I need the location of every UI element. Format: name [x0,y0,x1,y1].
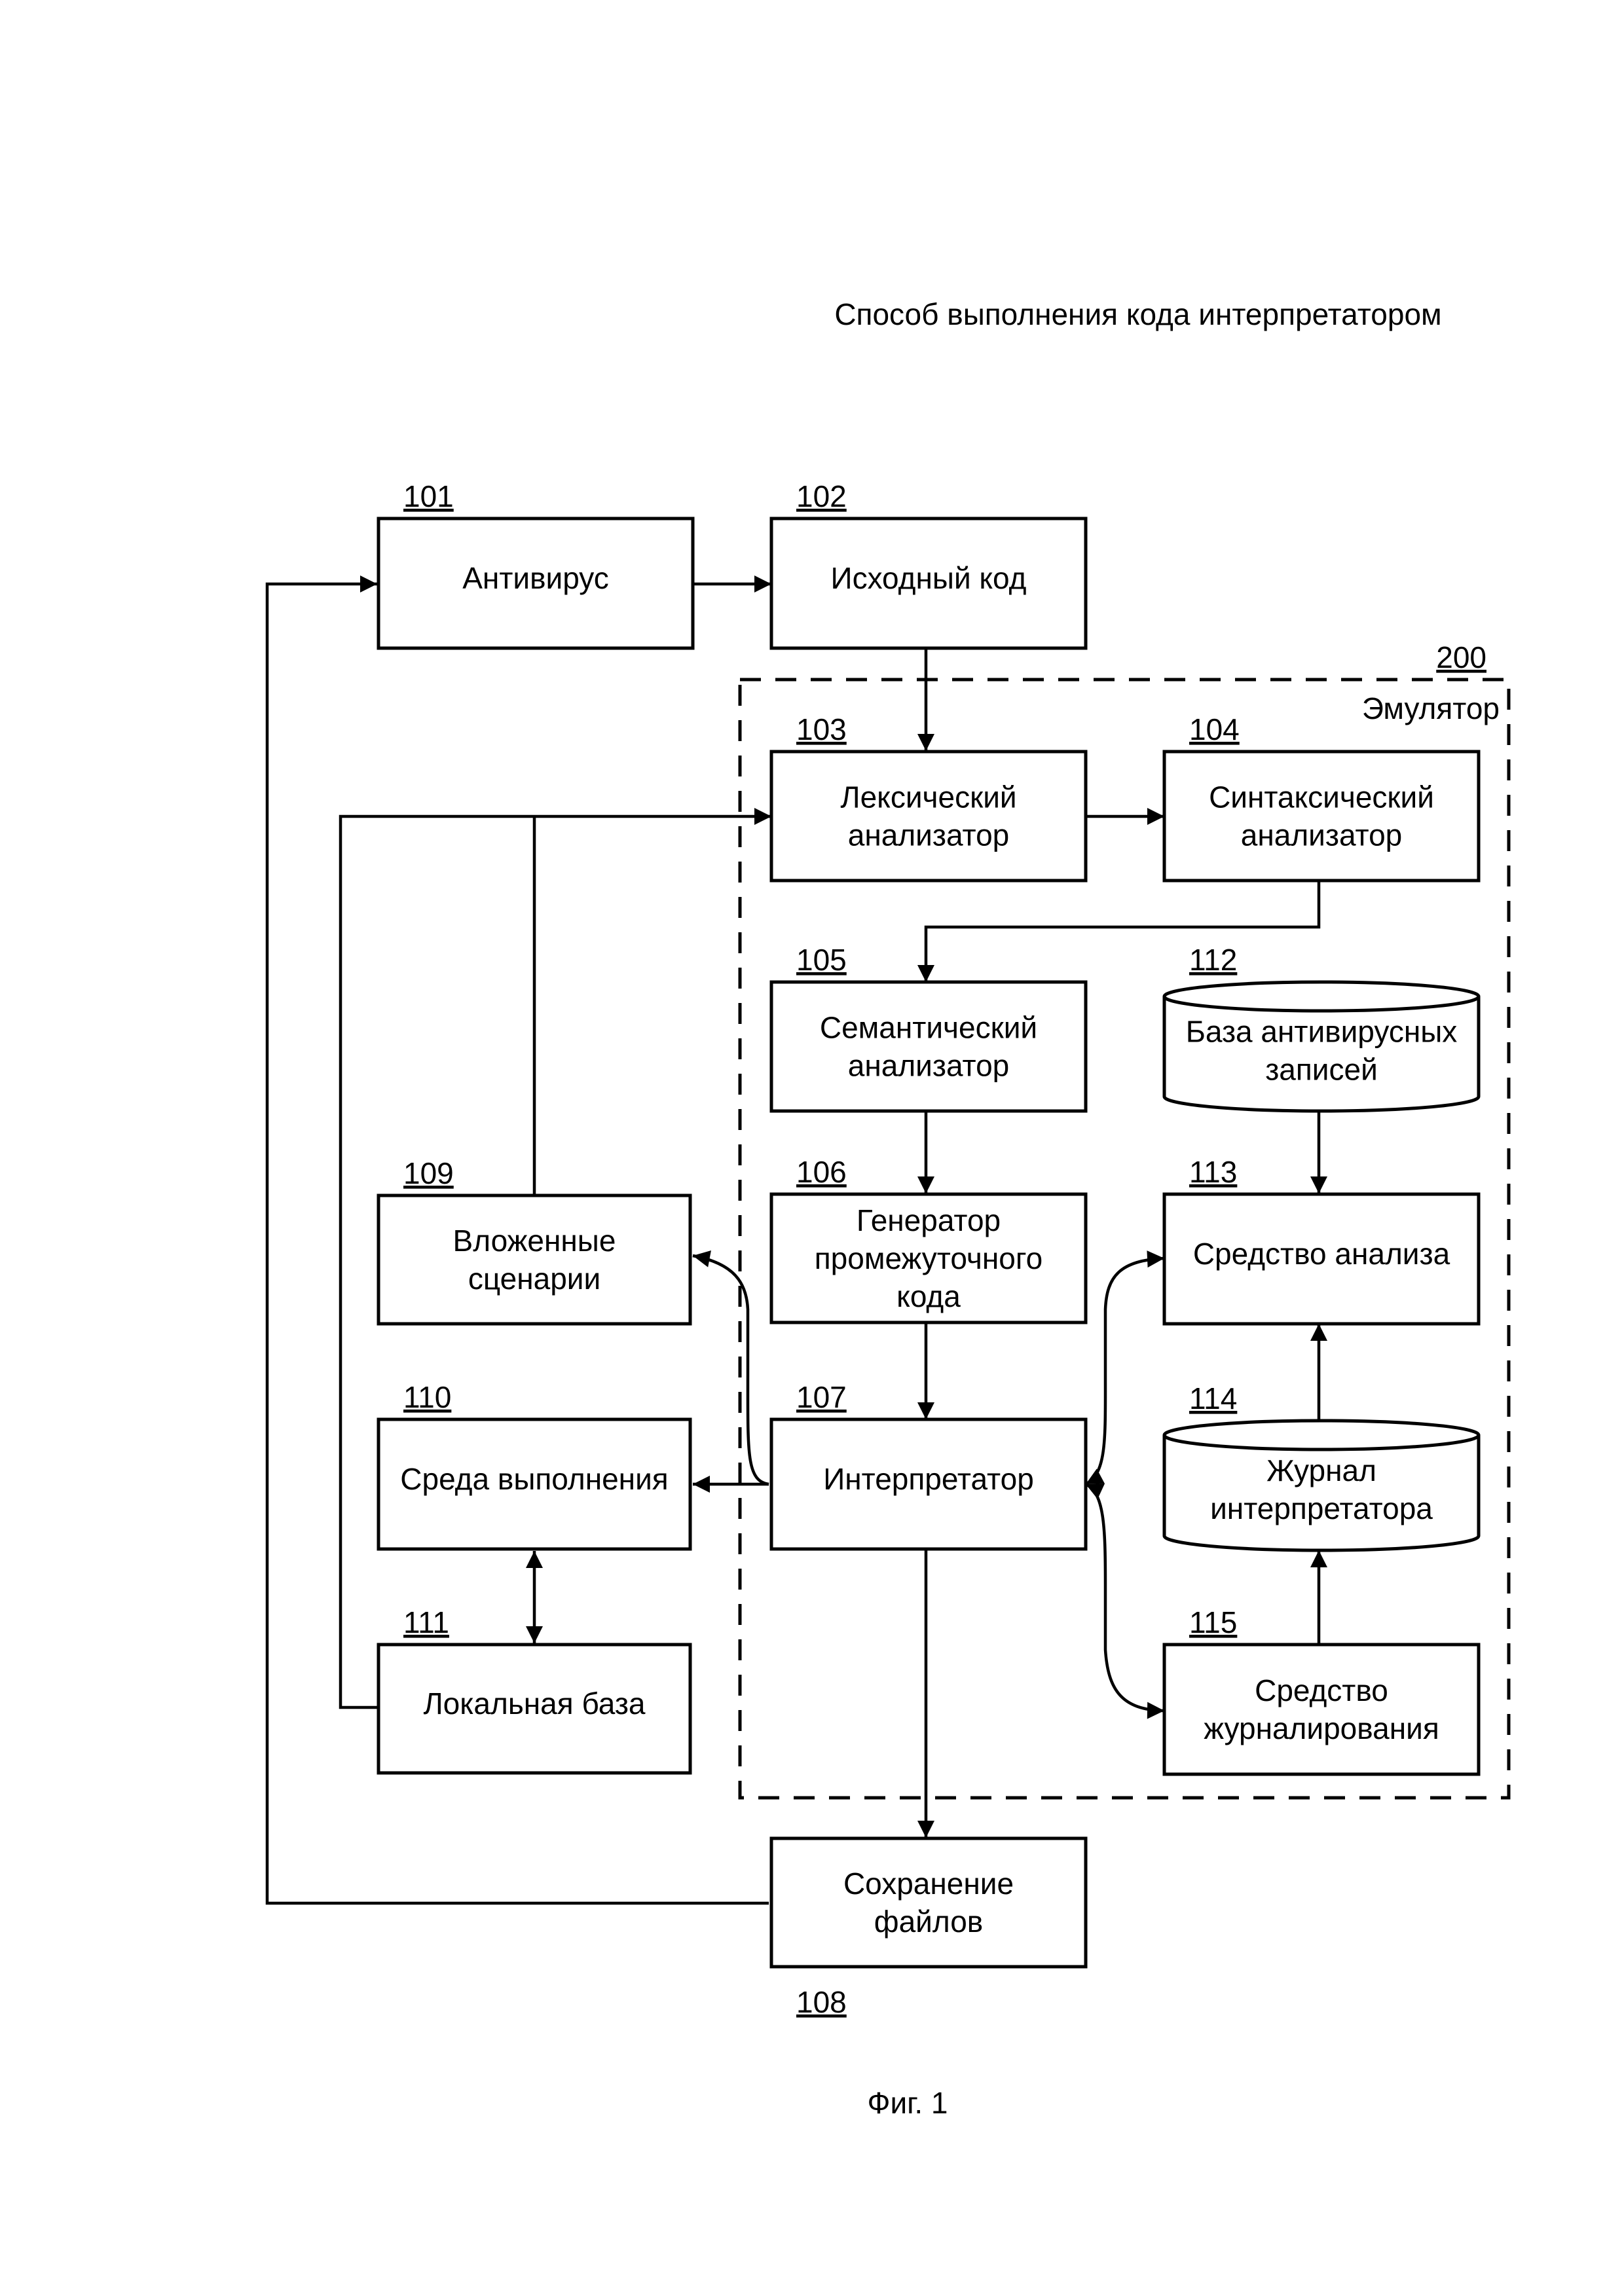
block-label: Генератор [857,1203,1001,1237]
block-label: промежуточного [815,1241,1043,1275]
block-106: 106Генератор промежуточного кода [771,1155,1086,1322]
block-ref-number: 109 [403,1156,454,1190]
block-label: кода [896,1279,961,1313]
block-103: 103Лексический анализатор [771,712,1086,881]
block-ref-number: 107 [796,1380,847,1414]
block-label: Вложенные [453,1224,616,1258]
block-frame [1164,752,1479,881]
arrow-107-to-113 [1086,1258,1164,1484]
block-112: 112База антивирусных записей [1164,943,1479,1111]
emulator-label: Эмулятор [1362,691,1500,725]
block-ref-number: 102 [796,479,847,513]
block-ref-number: 112 [1189,943,1237,977]
block-label: интерпретатора [1210,1491,1433,1525]
block-ref-number: 103 [796,712,847,746]
block-ref-number: 113 [1189,1155,1237,1189]
block-label: записей [1265,1053,1378,1087]
block-frame [771,982,1086,1111]
block-ref-number: 110 [403,1380,451,1414]
block-101: 101Антивирус [378,479,693,648]
block-label: файлов [874,1904,984,1939]
block-115: 115Средство журналирования [1164,1605,1479,1774]
page-title: Способ выполнения кода интерпретатором [834,297,1441,331]
block-label: анализатор [1241,818,1403,852]
arrow-107-to-109 [693,1256,769,1484]
block-ref-number: 105 [796,943,847,977]
block-108: 108 Сохранениефайлов [771,1838,1086,2019]
emulator-ref-number: 200 [1436,640,1486,674]
arrow-104-to-105 [926,881,1319,982]
cylinder-top [1164,1421,1479,1449]
block-frame [771,1838,1086,1967]
block-ref-number: 115 [1189,1605,1237,1639]
block-label: Синтаксический [1209,780,1434,814]
block-104: 104Синтаксический анализатор [1164,712,1479,881]
block-label: Семантический [820,1011,1037,1045]
block-105: 105Семантический анализатор [771,943,1086,1111]
block-113: 113Средство анализа [1164,1155,1479,1324]
block-ref-number: 108 [796,1985,847,2019]
block-label: сценарии [468,1262,600,1296]
block-label: Исходный код [831,561,1027,595]
block-ref-number: 101 [403,479,454,513]
block-102: 102Исходный код [771,479,1086,648]
block-ref-number: 106 [796,1155,847,1189]
block-label: Среда выполнения [400,1462,668,1496]
block-label: Средство [1255,1673,1388,1707]
block-ref-number: 104 [1189,712,1240,746]
blocks: 101Антивирус 102Исходный код 103Лексически… [378,479,1479,2019]
block-frame [1164,1645,1479,1774]
block-frame [378,1195,690,1324]
block-110: 110Среда выполнения [378,1380,690,1549]
block-label: База антивирусных [1186,1015,1458,1049]
block-label: Антивирус [462,561,609,595]
block-label: Средство анализа [1193,1237,1450,1271]
block-label: анализатор [848,818,1010,852]
block-114: 114Журнал интерпретатора [1164,1381,1479,1550]
block-label: Интерпретатор [823,1462,1034,1496]
cylinder-top [1164,982,1479,1011]
block-ref-number: 111 [403,1605,449,1639]
arrow-107-to-115 [1086,1484,1164,1711]
block-ref-number: 114 [1189,1381,1237,1415]
block-frame [771,752,1086,881]
figure-caption: Фиг. 1 [868,2086,948,2120]
block-label: журналирования [1204,1711,1439,1745]
block-label: Журнал [1266,1453,1376,1487]
block-label: анализатор [848,1049,1010,1083]
block-label: Лексический [840,780,1016,814]
block-label: Сохранение [843,1867,1014,1901]
block-label: Локальная база [423,1686,645,1721]
block-107: 107Интерпретатор [771,1380,1086,1549]
